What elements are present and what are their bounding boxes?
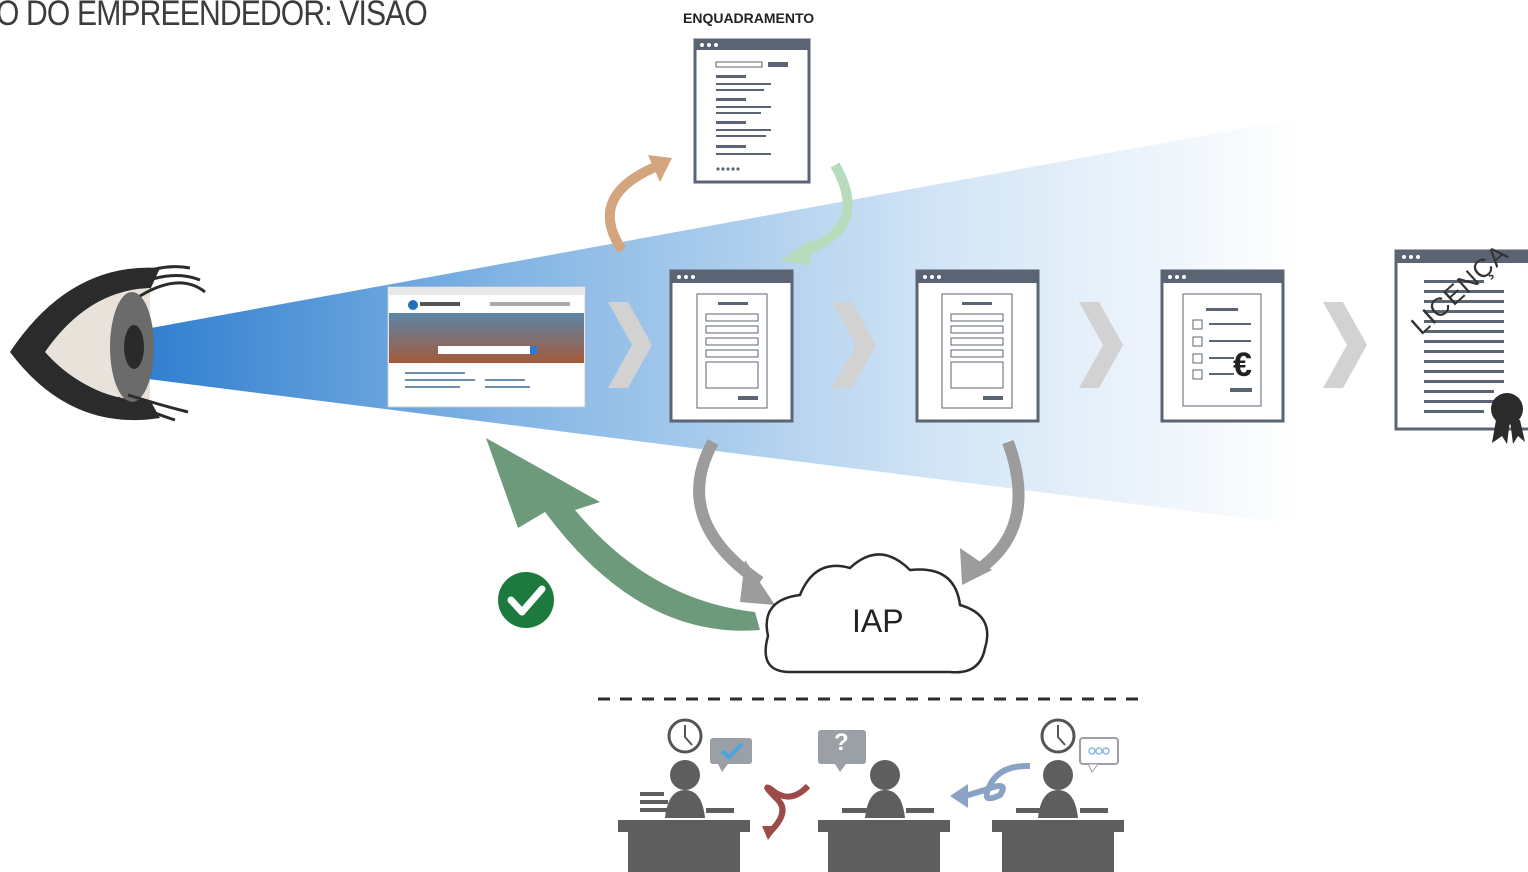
checklist-payment-window-icon xyxy=(1160,269,1285,423)
arrow-to-enquadramento xyxy=(604,160,662,253)
cloud-icon xyxy=(764,553,989,674)
seal-icon xyxy=(1491,393,1523,425)
approval-arrow xyxy=(486,438,760,631)
blue-squiggle-arrow xyxy=(964,762,1031,802)
arrow-form1-to-iap xyxy=(693,439,764,587)
portal-screenshot xyxy=(387,286,586,408)
arrow-form2-to-iap xyxy=(971,439,1025,578)
enquadramento-window-icon xyxy=(693,38,811,184)
iap-label: IAP xyxy=(852,603,904,639)
arrow-from-enquadramento xyxy=(798,162,853,257)
page-title: O DO EMPREENDEDOR: VISÃO xyxy=(0,0,428,33)
licence-certificate-icon xyxy=(1394,249,1528,444)
desk-worker-icon-3 xyxy=(992,718,1124,872)
enquadramento-label: ENQUADRAMENTO xyxy=(683,10,815,26)
form-window-icon-1 xyxy=(669,269,794,423)
red-squiggle-arrow xyxy=(764,783,811,835)
chevrons xyxy=(608,302,1367,388)
euro-symbol: € xyxy=(1233,346,1252,384)
eye-icon xyxy=(10,265,206,422)
form-window-icon-2 xyxy=(915,269,1040,423)
question-mark: ? xyxy=(834,729,849,756)
checkmark-circle-icon xyxy=(498,572,554,628)
desk-worker-icon-1 xyxy=(618,718,752,872)
office-workers xyxy=(618,718,1124,872)
desk-worker-icon-2 xyxy=(818,730,950,872)
